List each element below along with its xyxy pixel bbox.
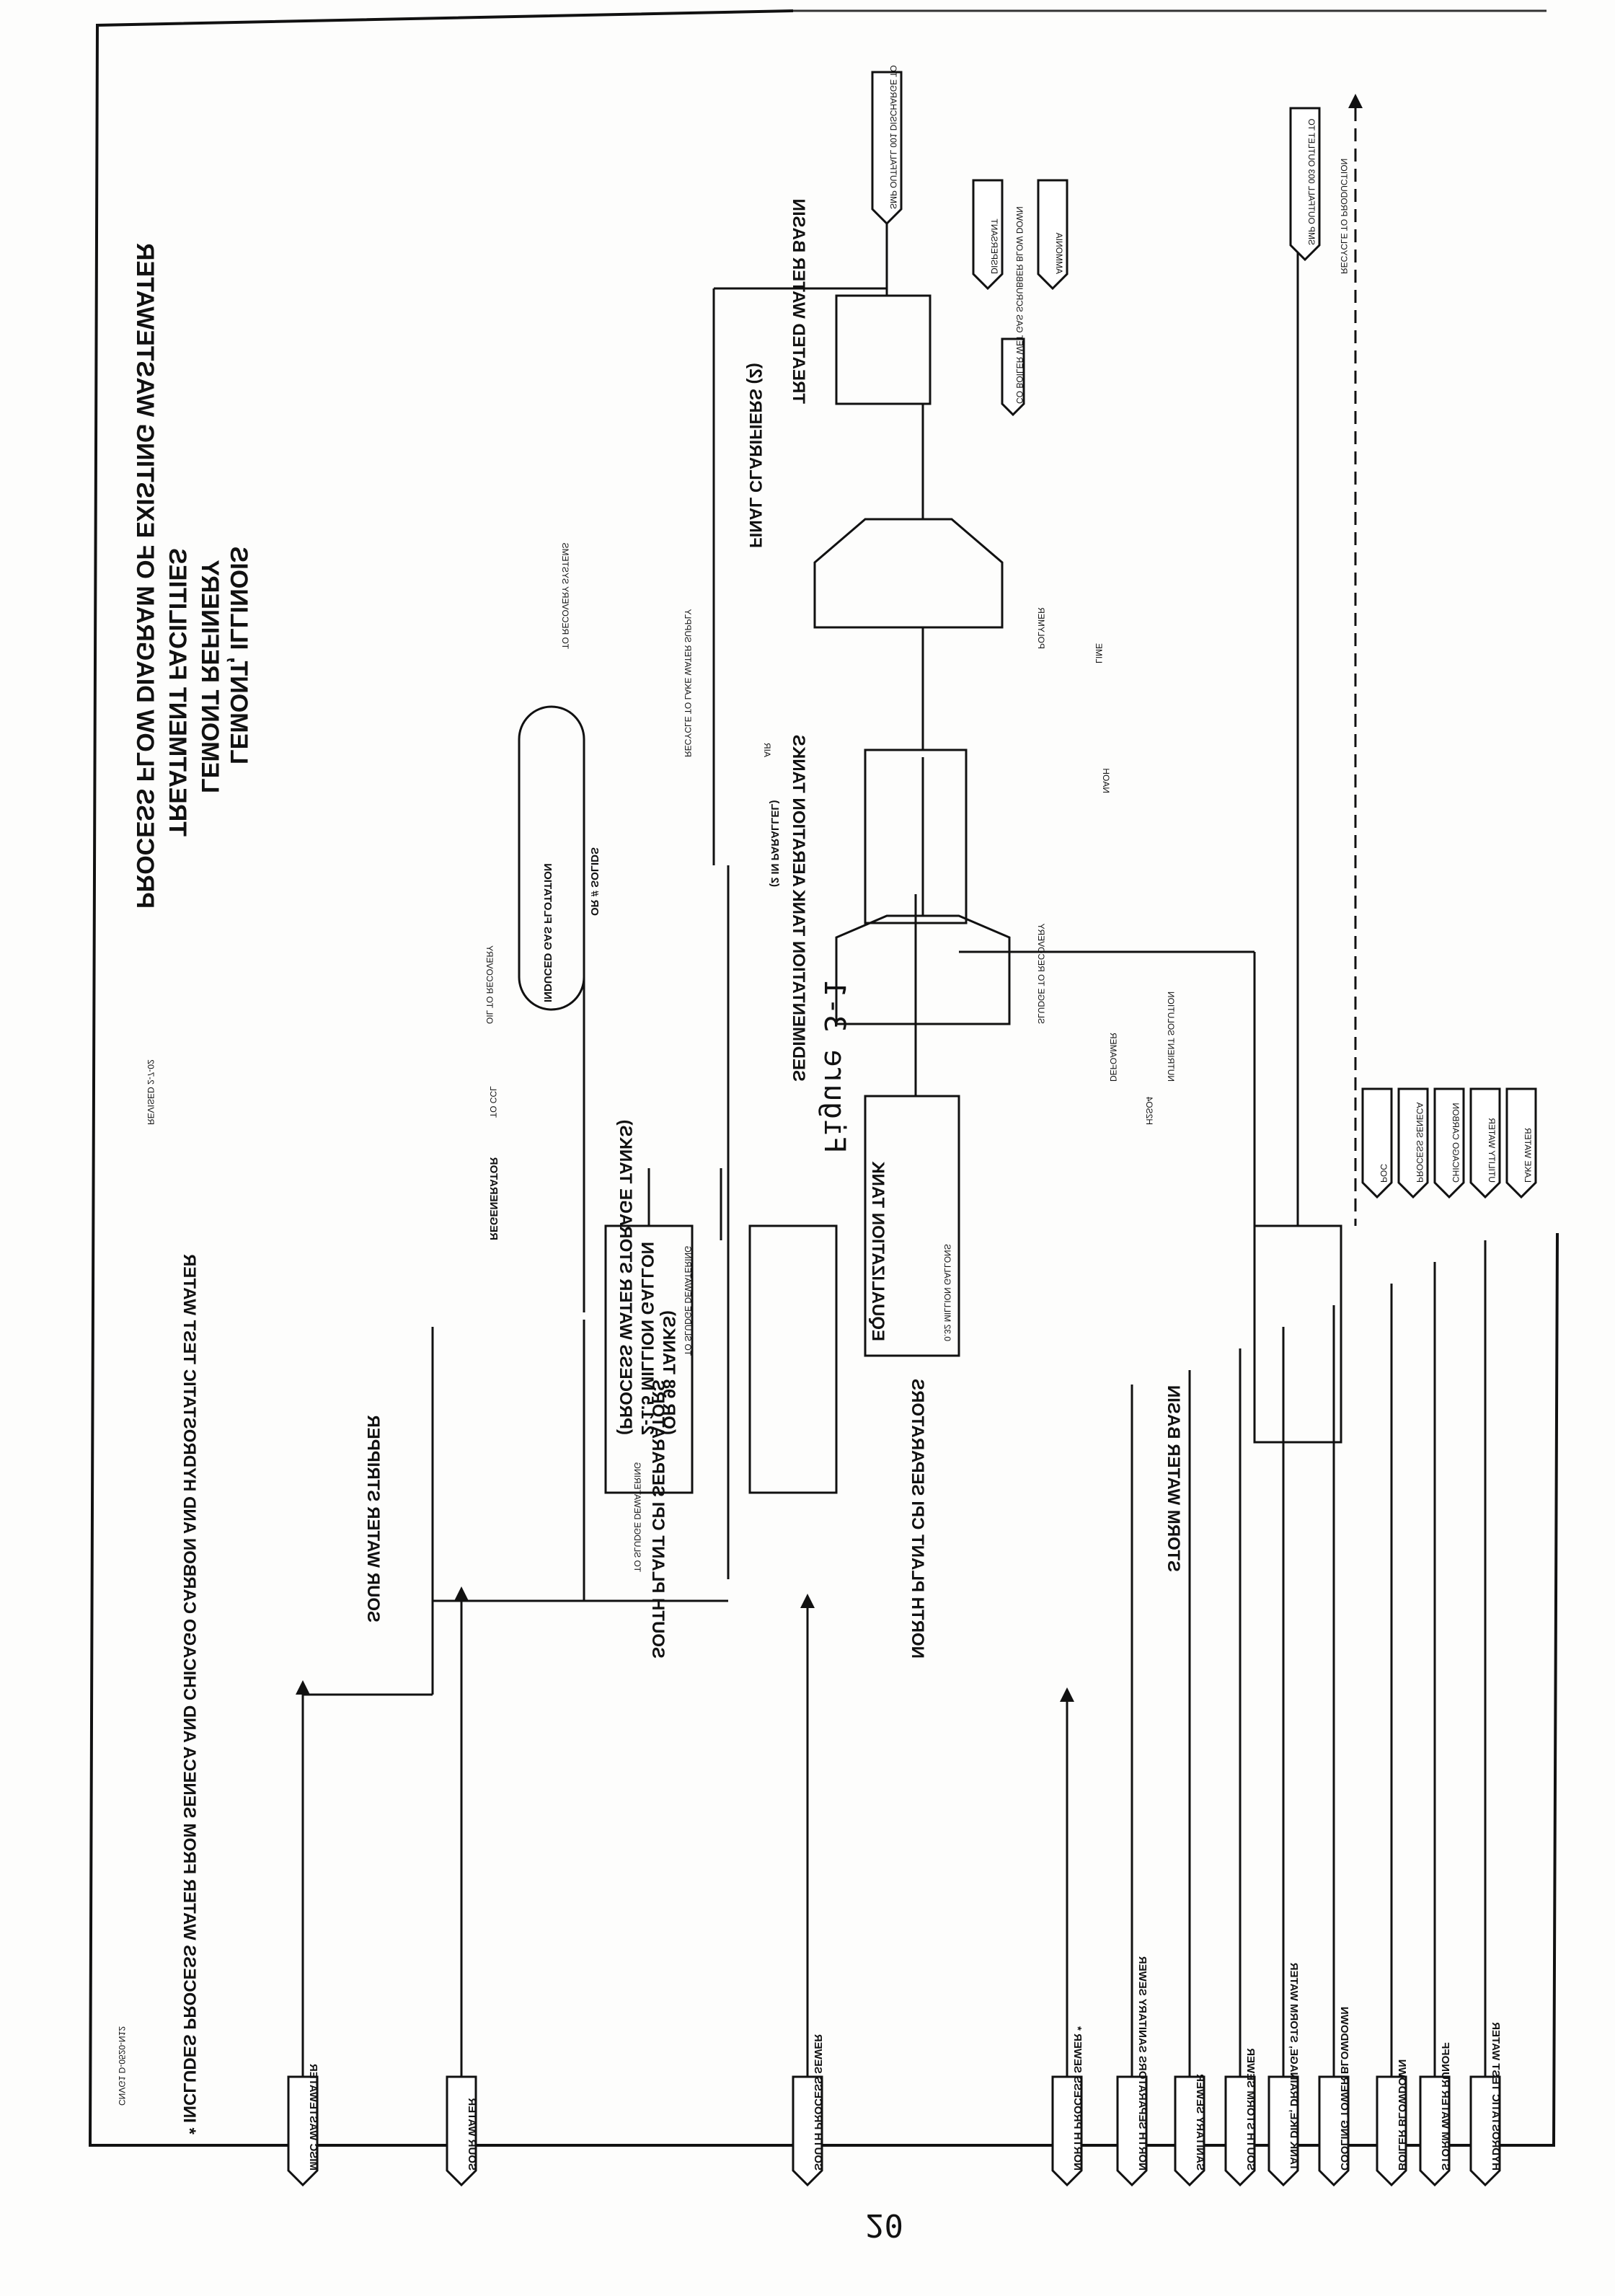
input-boiler-blowdown: BOILER BLOWDOWN: [1396, 2059, 1408, 2171]
label-treated-water-basin: TREATED WATER BASIN: [789, 199, 808, 404]
label-igf-note: OR # SOLIDS: [588, 847, 601, 916]
ss-polymer: POLYMER: [1036, 607, 1046, 649]
label-equalization-capacity: 0.32 MILLION GALLONS: [942, 1244, 952, 1341]
input-hydrostatic: HYDROSTATIC TEST WATER: [1490, 2022, 1502, 2171]
ss-oil-recovery: OIL TO RECOVERY: [485, 945, 495, 1024]
input-south-storm: SOUTH STORM SEWER: [1244, 2048, 1257, 2171]
ss-lime: LIME: [1094, 643, 1104, 663]
out-003: SMP OUTFALL 003 OUTLET TO: [1306, 119, 1317, 245]
label-storage-1: (PROCESS WATER STORAGE TANKS): [616, 1120, 635, 1435]
drawing-info: CNVG1 D-0520-N12: [117, 2026, 127, 2106]
arrowheads: [296, 94, 1363, 1702]
ss-seneca: PROCESS SENECA: [1415, 1103, 1425, 1183]
label-storm-water-basin: STORM WATER BASIN: [1164, 1385, 1183, 1572]
output-labels: SMP OUTFALL 001 DISCHARGE TO SMP OUTFALL…: [488, 65, 1349, 1572]
input-sanitary-sewer: SANITARY SEWER: [1194, 2074, 1206, 2171]
pipe-network: [301, 108, 1487, 2077]
input-storm-runoff: STORM WATER RUNOFF: [1439, 2042, 1451, 2171]
label-igf: INDUCED GAS FLOTATION: [541, 863, 554, 1002]
ss-ammonia: AMMONIA: [1054, 233, 1064, 274]
drawing-no: CNVG1 D-0520-N12: [117, 2026, 127, 2106]
footnote-group: * INCLUDES PROCESS WATER FROM SENECA AND…: [180, 1254, 199, 2134]
label-regenerator: REGENERATOR: [487, 1157, 500, 1240]
page-number: 20: [865, 2207, 903, 2243]
label-sour-water-stripper: SOUR WATER STRIPPER: [363, 1415, 383, 1622]
side-streams: [972, 179, 1537, 1199]
out-ccl: TO CCL: [488, 1086, 498, 1118]
input-sour-water: SOUR WATER: [466, 2098, 478, 2171]
ss-naoh: NAOH: [1101, 768, 1111, 793]
label-aeration: AERATION TANKS: [789, 735, 808, 887]
label-storage-2: 2-1.5 MILLION GALLON: [637, 1242, 657, 1435]
label-aeration-note: (2 IN PARALLEL): [769, 800, 781, 887]
label-sedimentation: SEDIMENTATION TANK: [789, 889, 808, 1082]
unit-labels: SOUR WATER STRIPPER SOUTH PLANT CPI SEPA…: [363, 199, 1183, 1659]
input-tank-dike: TANK DIKE, DRAINAGE, STORM WATER: [1288, 1963, 1300, 2171]
input-north-process: NORTH PROCESS SEWER *: [1071, 2026, 1084, 2171]
out-001: SMP OUTFALL 001 DISCHARGE TO: [888, 65, 898, 209]
ss-co-boiler: CO BOILER WET GAS SCRUBBER BLOW DOWN: [1014, 206, 1025, 404]
diagram-frame: [88, 9, 1559, 2147]
input-labels: MISC WASTEWATER SOUR WATER SOUTH PROCESS…: [307, 1956, 1502, 2171]
title-line3: TREATMENT FACILITIES: [164, 548, 191, 836]
ss-air: AIR: [762, 743, 772, 757]
revised-date: REVISED 2-7-02: [146, 1059, 156, 1125]
input-cooling-tower: COOLING TOWER BLOWDOWN: [1338, 2007, 1350, 2171]
input-boxes: [287, 2075, 1501, 2187]
out-recovery: TO RECOVERY SYSTEMS: [560, 543, 570, 649]
label-north-cpi: NORTH PLANT CPI SEPARATORS: [908, 1379, 927, 1659]
label-final-clarifiers: FINAL CLARIFIERS (2): [745, 363, 765, 548]
label-equalization: EQUALIZATION TANK: [868, 1161, 888, 1341]
title-line2: LEMONT REFINERY: [196, 560, 224, 793]
title-line4: PROCESS FLOW DIAGRAM OF EXISTING WASTEWA…: [131, 243, 159, 909]
out-recycle: RECYCLE TO PRODUCTION: [1339, 159, 1349, 274]
figure-label: Figure 3-1: [818, 980, 851, 1154]
out-recycle-lake: RECYCLE TO LAKE WATER SUPPLY: [683, 609, 693, 757]
input-north-separators: NORTH SEPARATORS SANITARY SEWER: [1136, 1956, 1149, 2171]
ss-utility: UTILITY WATER: [1487, 1118, 1497, 1183]
input-south-process: SOUTH PROCESS SEWER: [812, 2034, 824, 2171]
ss-defoamer: DEFOAMER: [1108, 1033, 1118, 1082]
revised-info: REVISED 2-7-02: [146, 1059, 156, 1125]
title-block: LEMONT, ILLINOIS LEMONT REFINERY TREATME…: [131, 243, 252, 909]
label-storage-3: (OR 98 TANKS): [659, 1310, 678, 1435]
out-sludge-1: TO SLUDGE DEWATERING: [683, 1246, 693, 1356]
footnote: * INCLUDES PROCESS WATER FROM SENECA AND…: [180, 1254, 199, 2134]
side-stream-labels: POC PROCESS SENECA CHICAGO CARBON UTILIT…: [485, 206, 1533, 1183]
ss-dispersant: DISPERSANT: [989, 218, 999, 274]
label-south-cpi: SOUTH PLANT CPI SEPARATORS: [648, 1379, 668, 1659]
ss-h2so4: H2SO4: [1144, 1096, 1154, 1125]
out-sludge-2: TO SLUDGE DEWATERING: [632, 1462, 642, 1572]
output-boxes: [871, 71, 1321, 262]
ss-poc: POC: [1379, 1164, 1389, 1183]
ss-lake: LAKE WATER: [1523, 1128, 1533, 1183]
ss-nutrients: NUTRIENT SOLUTION: [1166, 992, 1176, 1082]
ss-chicago-carbon: CHICAGO CARBON: [1451, 1103, 1461, 1183]
ss-sludge-recovery: SLUDGE TO RECOVERY: [1036, 924, 1046, 1024]
page-border: [88, 9, 1559, 2147]
title-line1: LEMONT, ILLINOIS: [225, 547, 252, 764]
input-misc-wastewater: MISC WASTEWATER: [307, 2064, 319, 2171]
